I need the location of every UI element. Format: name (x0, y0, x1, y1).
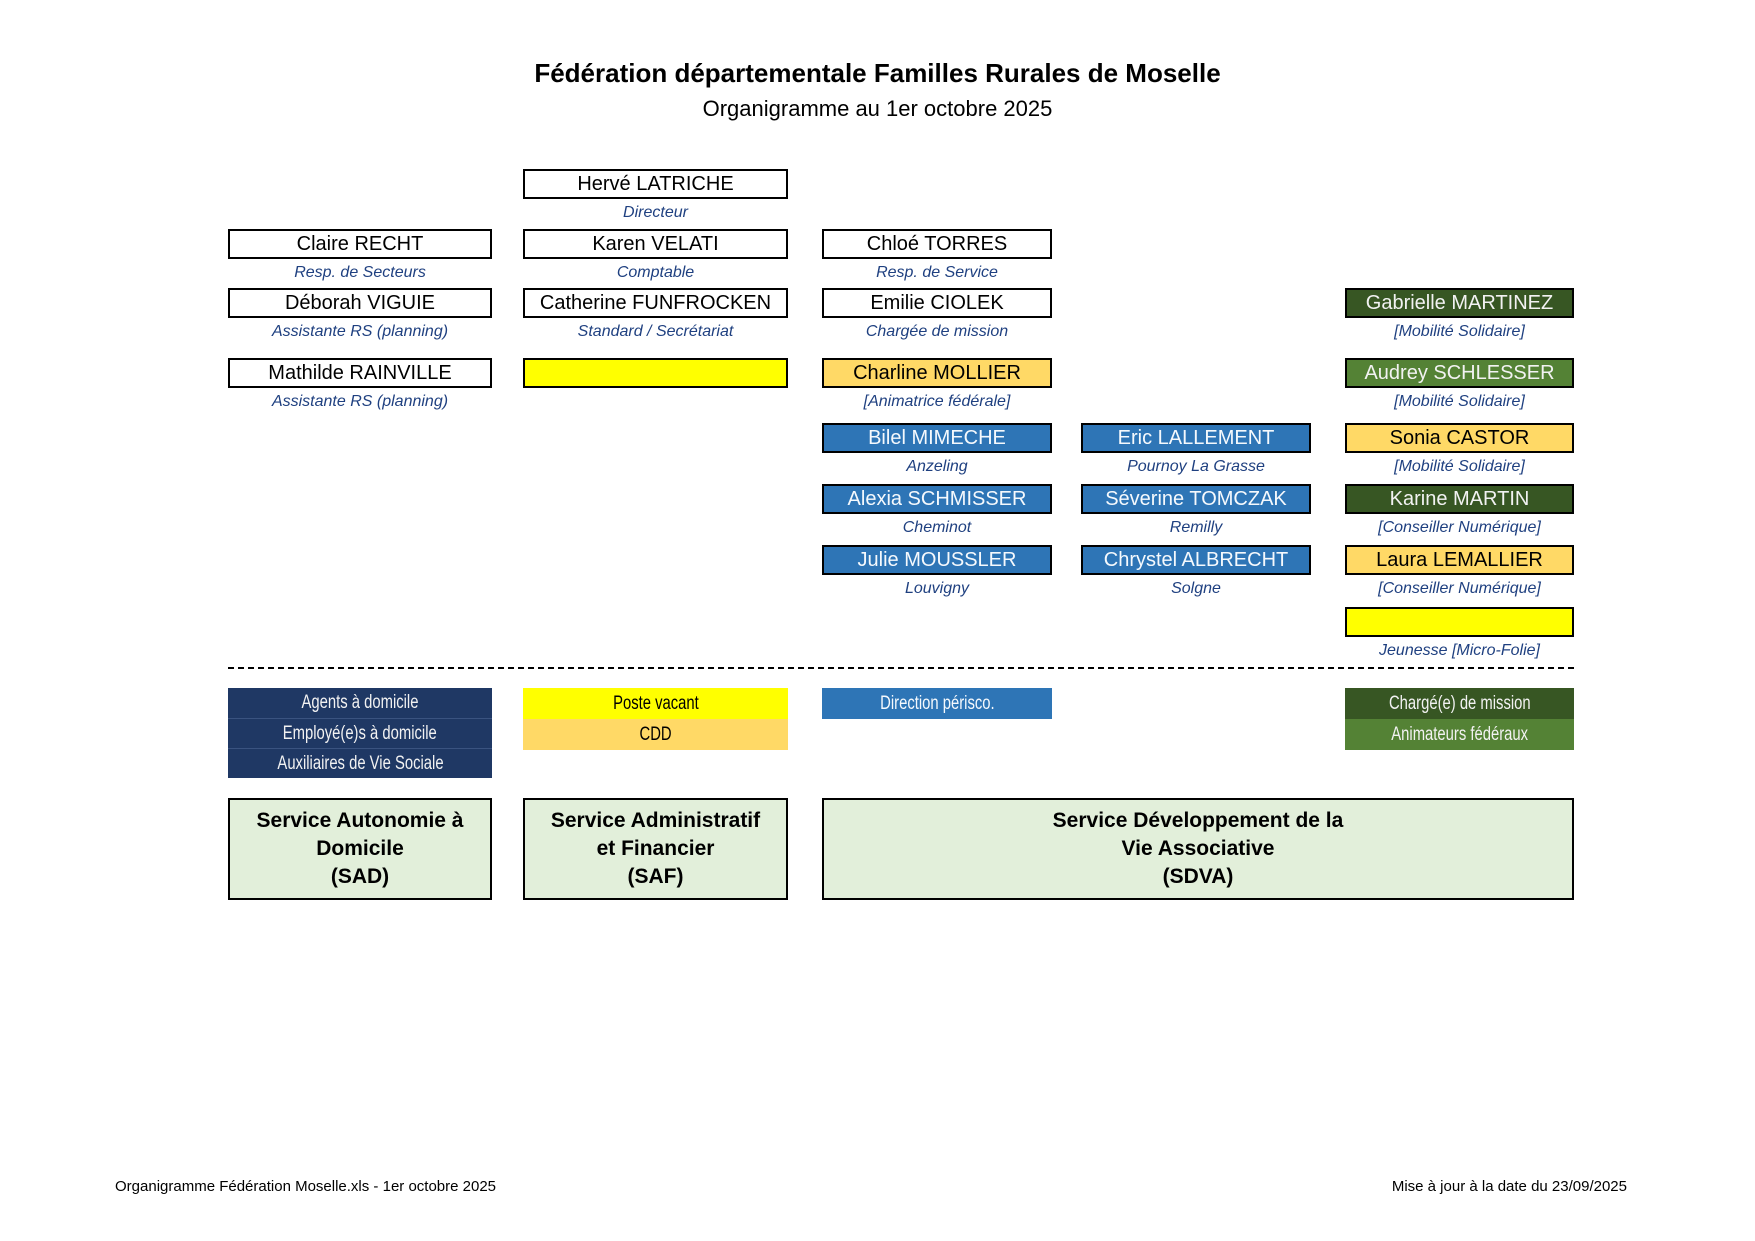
legend-poste-vacant: Poste vacant (523, 688, 788, 719)
service-line: et Financier (596, 837, 715, 860)
org-role-herve-latriche: Directeur (623, 204, 688, 221)
legend-direction-perisco: Direction périsco. (822, 688, 1052, 719)
org-box-karine-martin: Karine MARTIN (1345, 484, 1574, 514)
legend-line: Employé(e)s à domicile (228, 718, 492, 748)
org-box-eric-lallement: Eric LALLEMENT (1081, 423, 1311, 453)
org-role-severine-tomczak: Remilly (1169, 519, 1223, 536)
org-role-catherine-funfrocken: Standard / Secrétariat (577, 323, 734, 340)
footer-update-date: Mise à jour à la date du 23/09/2025 (1391, 1178, 1627, 1195)
org-box-vacant (1345, 607, 1574, 637)
org-role-karen-velati: Comptable (616, 264, 695, 281)
org-box-gabrielle-martinez: Gabrielle MARTINEZ (1345, 288, 1574, 318)
org-role-charline-mollier: [Animatrice fédérale] (863, 393, 1011, 410)
legend-animateurs-federaux: Animateurs fédéraux (1345, 719, 1574, 750)
org-box-mathilde-rainville: Mathilde RAINVILLE (228, 358, 492, 388)
org-role-chloe-torres: Resp. de Service (876, 264, 998, 281)
legend-line: Auxiliaires de Vie Sociale (228, 748, 492, 778)
org-box-sonia-castor: Sonia CASTOR (1345, 423, 1574, 453)
org-box-chloe-torres: Chloé TORRES (822, 229, 1052, 259)
org-role-laura-lemallier: [Conseiller Numérique] (1378, 580, 1541, 597)
org-box-vacant (523, 358, 788, 388)
service-line: Service Développement de la (1052, 809, 1344, 832)
page-title: Fédération départementale Familles Rural… (534, 58, 1221, 88)
org-box-laura-lemallier: Laura LEMALLIER (1345, 545, 1574, 575)
footer-filename: Organigramme Fédération Moselle.xls - 1e… (115, 1178, 497, 1195)
service-line: (SAF) (627, 865, 684, 888)
org-role-julie-moussler: Louvigny (904, 580, 970, 597)
org-box-severine-tomczak: Séverine TOMCZAK (1081, 484, 1311, 514)
org-role-vacant: Jeunesse [Micro-Folie] (1379, 642, 1540, 659)
org-box-julie-moussler: Julie MOUSSLER (822, 545, 1052, 575)
org-box-catherine-funfrocken: Catherine FUNFROCKEN (523, 288, 788, 318)
legend-charge-mission: Chargé(e) de mission (1345, 688, 1574, 719)
org-box-karen-velati: Karen VELATI (523, 229, 788, 259)
org-box-alexia-schmisser: Alexia SCHMISSER (822, 484, 1052, 514)
service-line: Service Administratif (550, 809, 761, 832)
org-box-herve-latriche: Hervé LATRICHE (523, 169, 788, 199)
org-role-karine-martin: [Conseiller Numérique] (1378, 519, 1541, 536)
org-box-bilel-mimeche: Bilel MIMECHE (822, 423, 1052, 453)
org-box-audrey-schlesser: Audrey SCHLESSER (1345, 358, 1574, 388)
org-box-emilie-ciolek: Emilie CIOLEK (822, 288, 1052, 318)
org-role-eric-lallement: Pournoy La Grasse (1127, 458, 1265, 475)
service-line: Vie Associative (1121, 837, 1275, 860)
service-line: (SDVA) (1162, 865, 1234, 888)
org-role-audrey-schlesser: [Mobilité Solidaire] (1394, 393, 1525, 410)
legend-agents-domicile: Agents à domicile Employé(e)s à domicile… (228, 688, 492, 778)
org-role-chrystel-albrecht: Solgne (1171, 580, 1221, 597)
org-role-deborah-viguie: Assistante RS (planning) (271, 323, 449, 340)
org-role-emilie-ciolek: Chargée de mission (865, 323, 1009, 340)
org-role-mathilde-rainville: Assistante RS (planning) (271, 393, 449, 410)
org-role-sonia-castor: [Mobilité Solidaire] (1394, 458, 1525, 475)
org-role-alexia-schmisser: Cheminot (902, 519, 972, 536)
legend-line: Agents à domicile (301, 692, 419, 713)
service-line: Service Autonomie à (256, 809, 464, 832)
org-box-chrystel-albrecht: Chrystel ALBRECHT (1081, 545, 1311, 575)
org-role-claire-recht: Resp. de Secteurs (294, 264, 426, 281)
org-box-claire-recht: Claire RECHT (228, 229, 492, 259)
service-sad-box: Service Autonomie à Domicile (SAD) (228, 798, 492, 900)
service-line: Domicile (316, 837, 404, 860)
service-sdva-box: Service Développement de la Vie Associat… (822, 798, 1574, 900)
org-box-charline-mollier: Charline MOLLIER (822, 358, 1052, 388)
org-role-gabrielle-martinez: [Mobilité Solidaire] (1394, 323, 1525, 340)
legend-cdd: CDD (523, 719, 788, 750)
org-role-bilel-mimeche: Anzeling (906, 458, 968, 475)
org-box-deborah-viguie: Déborah VIGUIE (228, 288, 492, 318)
service-saf-box: Service Administratif et Financier (SAF) (523, 798, 788, 900)
dashed-separator (228, 667, 1574, 669)
page-subtitle: Organigramme au 1er octobre 2025 (702, 96, 1053, 121)
service-line: (SAD) (330, 865, 390, 888)
